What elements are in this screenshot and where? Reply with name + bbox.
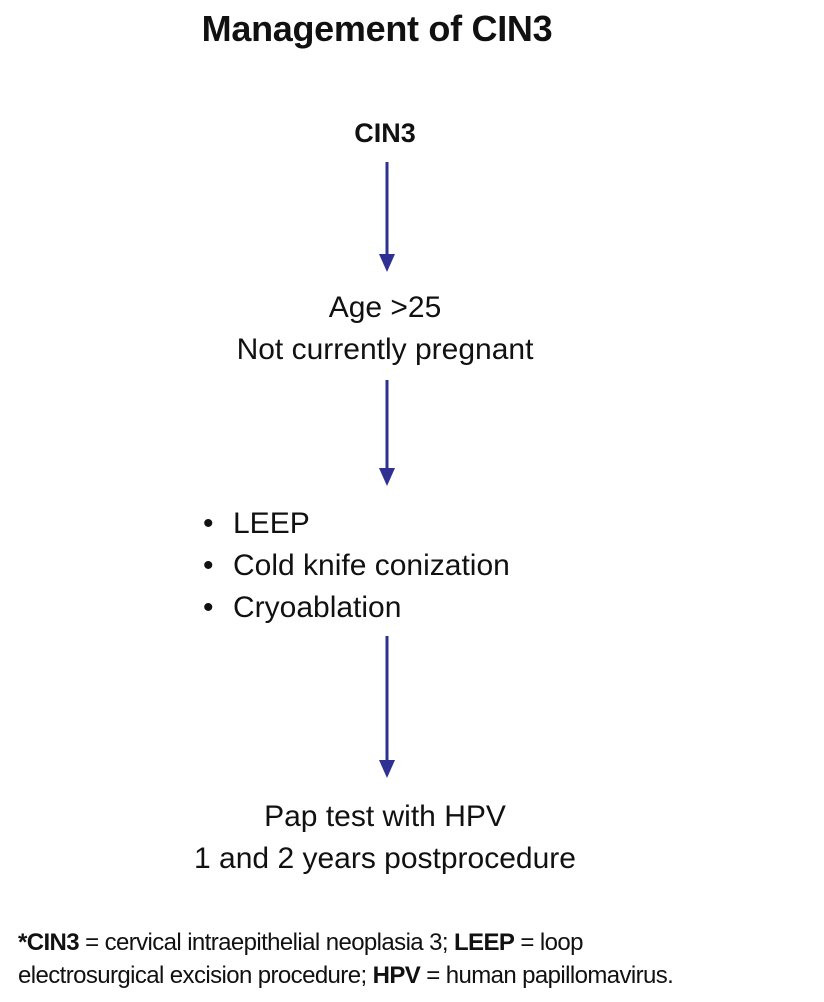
footnote-abbr-cin3: *CIN3 xyxy=(18,929,80,956)
treatment-cold-knife: Cold knife conization xyxy=(233,549,510,582)
followup-test: Pap test with HPV xyxy=(264,800,506,833)
node-cin3: CIN3 xyxy=(354,118,416,148)
node-criteria: Age >25 Not currently pregnant xyxy=(0,287,770,371)
list-item: • LEEP xyxy=(203,503,510,545)
list-item: • Cold knife conization xyxy=(203,545,510,587)
diagram-title: Management of CIN3 xyxy=(201,8,553,49)
followup-schedule: 1 and 2 years postprocedure xyxy=(194,842,576,875)
bullet-icon: • xyxy=(203,549,214,582)
footnote-abbr-leep: LEEP xyxy=(454,929,515,956)
footnote-line-2: electrosurgical excision procedure; HPV … xyxy=(18,959,818,992)
arrow-2 xyxy=(379,380,395,486)
criteria-pregnancy: Not currently pregnant xyxy=(236,333,534,366)
footnote-def-leep-cont: electrosurgical excision procedure; xyxy=(18,962,373,989)
treatment-cryoablation: Cryoablation xyxy=(233,591,402,624)
footnote-def-hpv: = human papillomavirus. xyxy=(420,962,674,989)
footnote: *CIN3 = cervical intraepithelial neoplas… xyxy=(18,926,818,992)
list-item: • Cryoablation xyxy=(203,587,510,629)
footnote-line-1: *CIN3 = cervical intraepithelial neoplas… xyxy=(18,926,818,959)
footnote-abbr-hpv: HPV xyxy=(372,962,421,989)
footnote-def-cin3: = cervical intraepithelial neoplasia 3; xyxy=(79,929,454,956)
node-followup: Pap test with HPV 1 and 2 years postproc… xyxy=(0,796,770,880)
criteria-age: Age >25 xyxy=(328,291,442,324)
footnote-def-leep: = loop xyxy=(514,929,583,956)
bullet-icon: • xyxy=(203,591,214,624)
arrow-3 xyxy=(379,636,395,778)
node-treatments: • LEEP • Cold knife conization • Cryoablati… xyxy=(203,503,510,629)
bullet-icon: • xyxy=(203,507,214,540)
arrow-1 xyxy=(379,162,395,272)
treatment-leep: LEEP xyxy=(233,507,310,540)
